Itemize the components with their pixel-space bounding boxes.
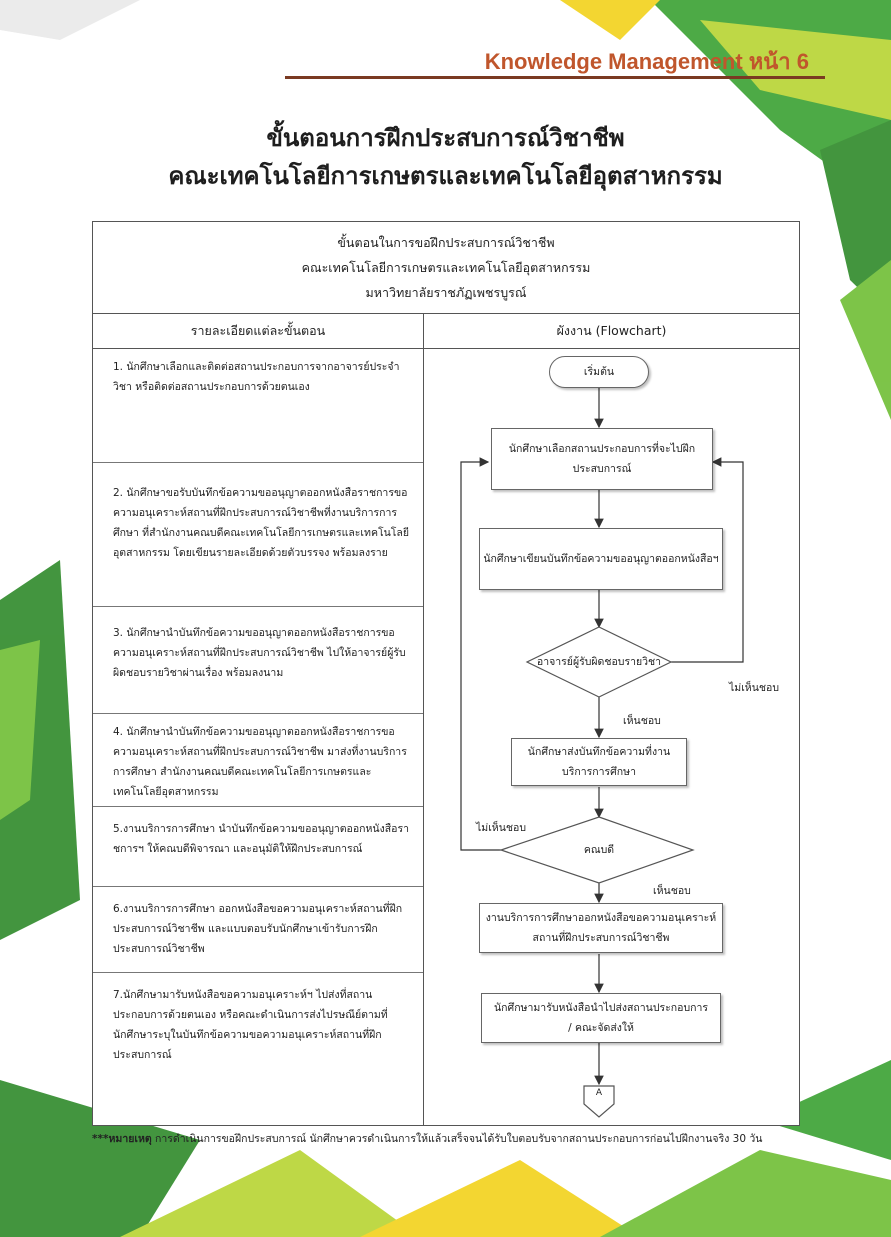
procedure-table: ขั้นตอนในการขอฝึกประสบการณ์วิชาชีพ คณะเท… — [92, 221, 800, 1126]
table-heading-line2: คณะเทคโนโลยีการเกษตรและเทคโนโลยีอุตสาหกร… — [301, 260, 591, 275]
step-row-3: 3. นักศึกษานำบันทึกข้อความขออนุญาตออกหนั… — [93, 607, 423, 714]
dean-approved-label: เห็นชอบ — [653, 885, 691, 897]
flow-box-select-workplace: นักศึกษาเลือกสถานประกอบการที่จะไปฝึกประส… — [491, 428, 713, 490]
flow-box-issue-letter-label: งานบริการการศึกษาออกหนังสือขอความอนุเครา… — [485, 912, 717, 944]
footnote: ***หมายเหตุ การดำเนินการขอฝึกประสบการณ์ … — [92, 1130, 762, 1147]
advisor-not-approved-label: ไม่เห็นชอบ — [729, 682, 779, 694]
flow-box-deliver-letter-label: นักศึกษามารับหนังสือนำไปส่งสถานประกอบการ… — [494, 1002, 708, 1034]
flow-box-submit-memo: นักศึกษาส่งบันทึกข้อความที่งานบริการการศ… — [511, 738, 687, 786]
header-title: Knowledge Management หน้า 6 — [484, 49, 809, 74]
flow-start: เริ่มต้น — [549, 356, 649, 388]
flow-box-deliver-letter: นักศึกษามารับหนังสือนำไปส่งสถานประกอบการ… — [481, 993, 721, 1043]
column-header-details: รายละเอียดแต่ละขั้นตอน — [93, 314, 423, 349]
advisor-approved-label: เห็นชอบ — [623, 715, 661, 727]
dean-not-approved-label: ไม่เห็นชอบ — [476, 822, 526, 834]
page-title-line1: ขั้นตอนการฝึกประสบการณ์วิชาชีพ — [266, 124, 625, 152]
step-row-4: 4. นักศึกษานำบันทึกข้อความขออนุญาตออกหนั… — [93, 714, 423, 807]
offpage-connector — [583, 1085, 615, 1118]
decision-diamond-advisor — [525, 626, 673, 698]
table-heading-line3: มหาวิทยาลัยราชภัฏเพชรบูรณ์ — [365, 285, 527, 300]
decision-dean-label: คณบดี — [583, 844, 615, 856]
column-divider — [423, 314, 424, 1125]
footnote-text: การดำเนินการขอฝึกประสบการณ์ นักศึกษาควรด… — [151, 1133, 763, 1145]
decision-diamond-dean — [499, 816, 695, 884]
flow-box-issue-letter: งานบริการการศึกษาออกหนังสือขอความอนุเครา… — [479, 903, 723, 953]
step-row-2: 2. นักศึกษาขอรับบันทึกข้อความขออนุญาตออก… — [93, 463, 423, 607]
table-heading: ขั้นตอนในการขอฝึกประสบการณ์วิชาชีพ คณะเท… — [93, 222, 799, 314]
offpage-connector-label: A — [595, 1088, 603, 1098]
step-row-6: 6.งานบริการการศึกษา ออกหนังสือขอความอนุเ… — [93, 887, 423, 973]
page-title-line2: คณะเทคโนโลยีการเกษตรและเทคโนโลยีอุตสาหกร… — [168, 162, 723, 190]
flow-box-write-memo-label: นักศึกษาเขียนบันทึกข้อความขออนุญาตออกหนั… — [483, 553, 719, 565]
flow-box-select-workplace-label: นักศึกษาเลือกสถานประกอบการที่จะไปฝึกประส… — [508, 443, 696, 475]
step-row-1: 1. นักศึกษาเลือกและติดต่อสถานประกอบการจา… — [93, 349, 423, 463]
flow-box-write-memo: นักศึกษาเขียนบันทึกข้อความขออนุญาตออกหนั… — [479, 528, 723, 590]
footnote-prefix: ***หมายเหตุ — [92, 1133, 152, 1145]
column-header-flowchart: ผังงาน (Flowchart) — [424, 314, 799, 349]
step-row-5: 5.งานบริการการศึกษา นำบันทึกข้อความขออนุ… — [93, 807, 423, 887]
decision-advisor-label: อาจารย์ผู้รับผิดชอบรายวิชา — [536, 656, 662, 668]
flow-box-submit-memo-label: นักศึกษาส่งบันทึกข้อความที่งานบริการการศ… — [527, 746, 671, 778]
header-underline — [285, 76, 825, 79]
flowchart-connectors — [460, 388, 744, 1118]
flow-start-label: เริ่มต้น — [583, 366, 615, 378]
table-heading-line1: ขั้นตอนในการขอฝึกประสบการณ์วิชาชีพ — [337, 235, 555, 250]
step-row-7: 7.นักศึกษามารับหนังสือขอความอนุเคราะห์ฯ … — [113, 989, 388, 1061]
